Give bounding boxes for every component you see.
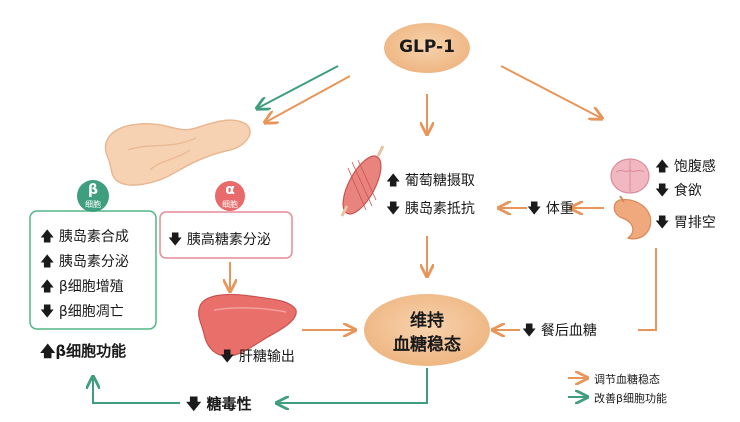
homeostasis-label-2: 血糖稳态: [393, 335, 461, 355]
beta-symbol: β: [87, 182, 99, 198]
up-arrow-icon: 🡅: [655, 159, 670, 175]
up-arrow-icon: 🡅: [40, 342, 56, 360]
up-arrow-icon: 🡅: [40, 279, 55, 295]
down-arrow-icon: 🡇: [168, 232, 183, 248]
arrow-glp1-pancreas-green: [258, 65, 339, 108]
alpha-effects-box: [159, 211, 293, 259]
arrow-homeostasis-glucotoxicity: [278, 368, 428, 403]
liver-icon: [198, 293, 297, 357]
down-arrow-icon: 🡇: [186, 395, 202, 413]
beta-effect-1: 🡅 胰岛素合成: [40, 229, 129, 245]
stomach-icon: [613, 195, 652, 240]
brain-icon: [610, 158, 650, 194]
beta-badge: [77, 180, 109, 212]
brain-effect-2: 🡇 食欲: [655, 183, 702, 199]
beta-effect-3: 🡅 β细胞增殖: [40, 279, 124, 295]
arrow-stomach-postprandial: [638, 248, 657, 331]
beta-effect-4: 🡇 β细胞凋亡: [40, 304, 124, 320]
legend-green-text: 改善β细胞功能: [594, 392, 668, 405]
down-arrow-icon: 🡇: [655, 215, 670, 231]
weight-label: 🡇 体重: [527, 201, 574, 217]
down-arrow-icon: 🡇: [527, 201, 542, 217]
alpha-badge: [215, 181, 245, 211]
legend-orange-text: 调节血糖稳态: [594, 373, 660, 386]
alpha-symbol: α: [225, 182, 235, 198]
brain-effect-1: 🡅 饱腹感: [655, 159, 716, 175]
glp1-label: GLP-1: [399, 37, 455, 57]
muscle-icon: [340, 145, 385, 217]
stomach-effect: 🡇 胃排空: [655, 215, 716, 231]
down-arrow-icon: 🡇: [522, 323, 537, 339]
postprandial-label: 🡇 餐后血糖: [522, 323, 597, 339]
down-arrow-icon: 🡇: [40, 304, 55, 320]
alpha-sub: 细胞: [222, 200, 238, 209]
arrow-glp1-pancreas-orange: [266, 75, 351, 122]
muscle-effect-1: 🡅 葡萄糖摄取: [386, 173, 475, 189]
muscle-effect-2: 🡇 胰岛素抵抗: [386, 201, 475, 217]
beta-sub: 细胞: [85, 200, 101, 209]
homeostasis-label-1: 维持: [410, 311, 444, 331]
down-arrow-icon: 🡇: [386, 201, 401, 217]
down-arrow-icon: 🡇: [655, 183, 670, 199]
arrow-glucotoxicity-beta: [93, 378, 180, 404]
beta-function-label: 🡅β细胞功能: [40, 342, 127, 360]
homeostasis-node: [364, 294, 490, 366]
up-arrow-icon: 🡅: [386, 173, 401, 189]
alpha-effect: 🡇 胰高糖素分泌: [168, 232, 271, 248]
up-arrow-icon: 🡅: [40, 254, 55, 270]
beta-effect-2: 🡅 胰岛素分泌: [40, 254, 129, 270]
glp1-node: [384, 23, 470, 73]
pancreas-icon: [104, 119, 251, 186]
arrow-glp1-brain: [500, 65, 601, 118]
liver-effect: 🡇 肝糖输出: [220, 349, 295, 365]
down-arrow-icon: 🡇: [220, 349, 235, 365]
glucotoxicity-label: 🡇 糖毒性: [186, 395, 252, 413]
up-arrow-icon: 🡅: [40, 229, 55, 245]
